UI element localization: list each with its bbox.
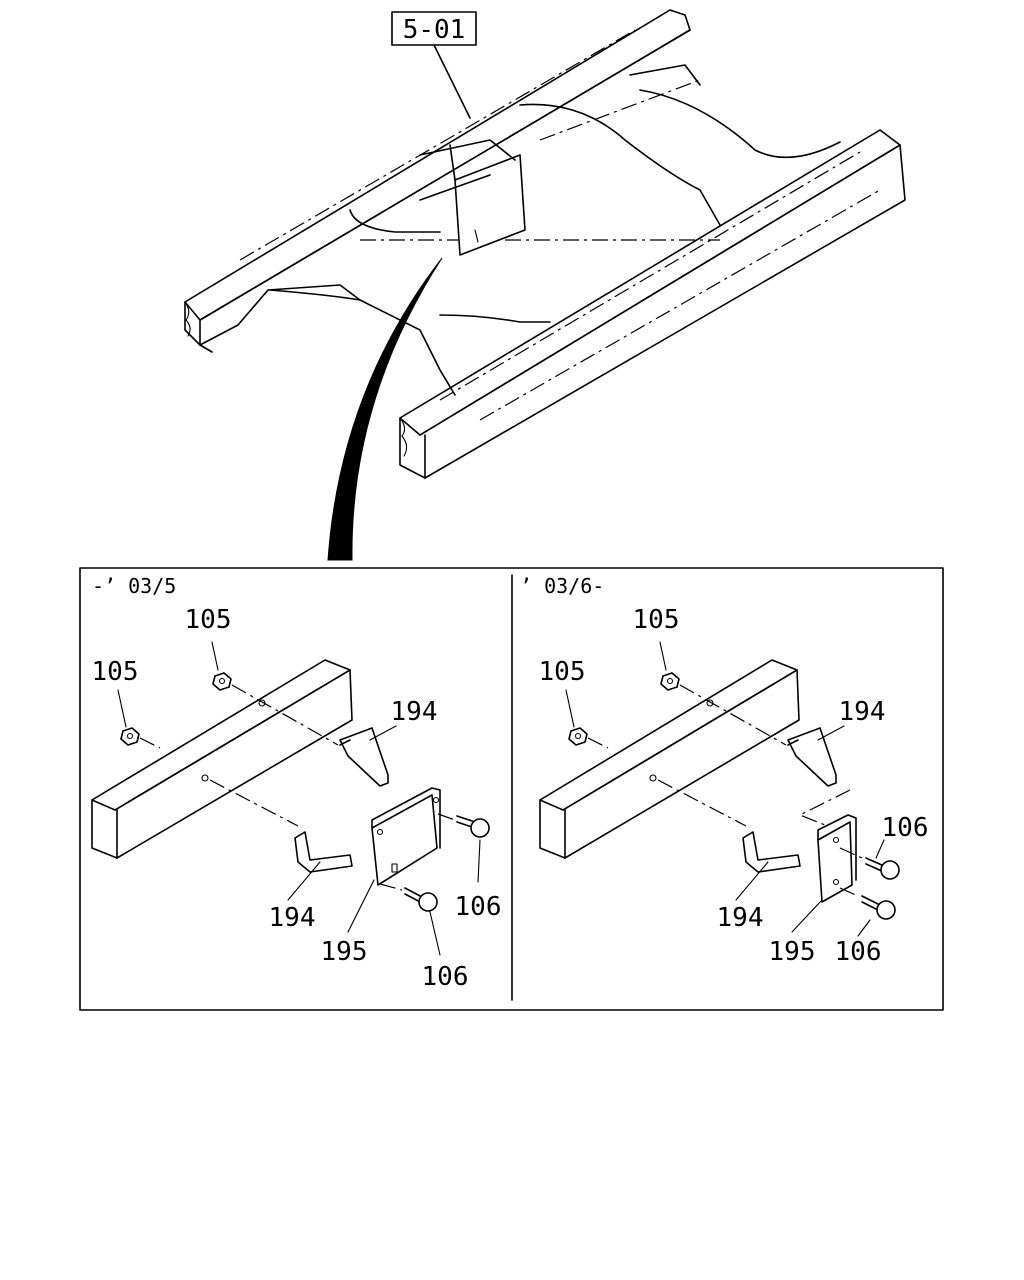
callout-bolt-upper: 106 [455,892,502,922]
bolt-icon [865,857,900,880]
callout-bolt-lower: 106 [835,937,882,967]
callout-bracket-upper: 194 [839,697,886,727]
callout-plate: 195 [769,937,816,967]
period-label: -’ 03/5 [92,574,176,598]
callout-nut-left: 105 [539,657,586,687]
callout-bracket-upper: 194 [391,697,438,727]
chassis-frame-overview: 5-01 [184,9,906,561]
detail-frame [79,567,944,1011]
callout-nut-top: 105 [633,605,680,635]
callout-bracket-lower: 194 [269,903,316,933]
callout-bracket-lower: 194 [717,903,764,933]
nut-icon [660,672,680,691]
bolt-icon [456,815,490,838]
reference-label: 5-01 [403,15,466,45]
bolt-icon [404,887,438,912]
nut-icon [120,727,140,746]
panel-late: ’ 03/6- [520,574,928,967]
nut-icon [568,727,588,746]
bolt-icon [861,895,896,920]
panel-early: -’ 03/5 [91,574,502,992]
callout-nut-top: 105 [185,605,232,635]
callout-bolt-lower: 106 [422,962,469,992]
period-label: ’ 03/6- [520,574,604,598]
callout-nut-left: 105 [92,657,139,687]
callout-bolt-upper: 106 [882,813,929,843]
nut-icon [212,672,232,691]
callout-plate: 195 [321,937,368,967]
